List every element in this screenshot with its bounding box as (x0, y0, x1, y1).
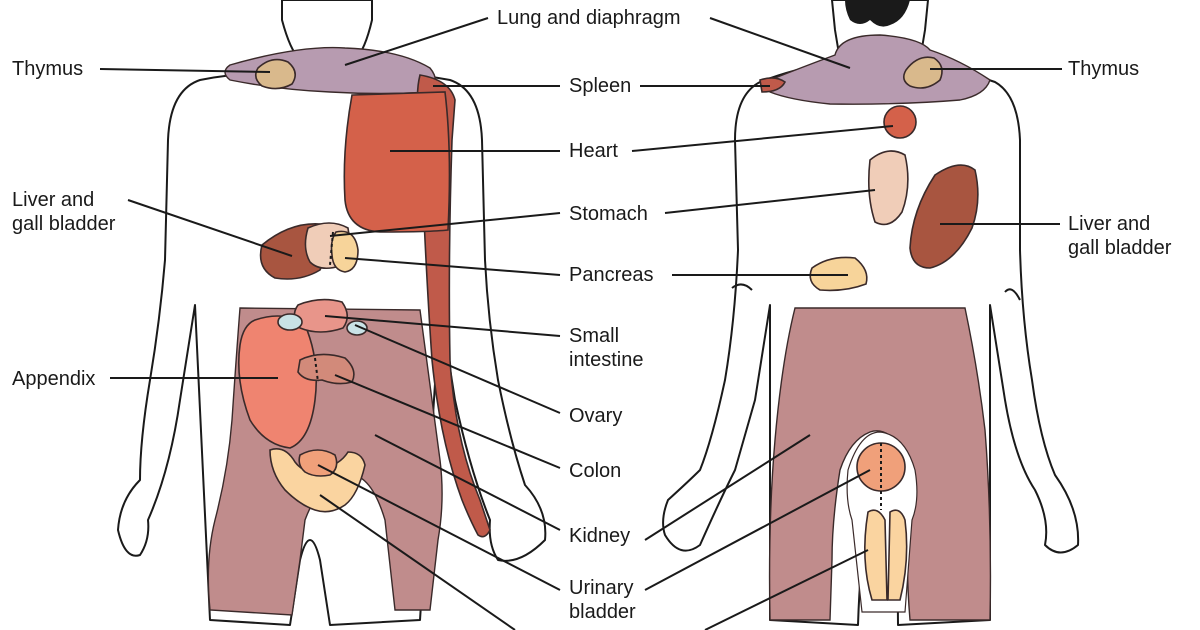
back-thymus (902, 56, 943, 89)
back-elbow-left (731, 283, 753, 291)
back-elbow-right (1004, 288, 1021, 301)
back-body (662, 0, 1080, 626)
label-liver-back: Liver and gall bladder (1068, 212, 1171, 260)
back-leg-region-right (887, 509, 908, 601)
label-spleen: Spleen (569, 75, 632, 97)
label-kidney: Kidney (569, 525, 631, 547)
label-heart: Heart (569, 140, 618, 162)
label-colon: Colon (569, 460, 622, 482)
label-thymus-front: Thymus (12, 58, 84, 80)
label-pancreas: Pancreas (569, 264, 654, 286)
front-ovary-right (346, 320, 368, 336)
back-pancreas (809, 256, 868, 292)
front-small-intestine (293, 298, 349, 333)
front-heart (343, 91, 451, 233)
front-ovary-left (277, 313, 303, 331)
label-urinary-bladder-line2: bladder (569, 601, 636, 623)
label-small-intestine-line1: Small (569, 325, 620, 347)
label-appendix: Appendix (12, 368, 96, 390)
front-pancreas (330, 230, 359, 273)
label-liver-front-line2: gall bladder (12, 213, 116, 235)
label-small-intestine-line2: intestine (569, 349, 644, 371)
front-thymus (254, 58, 296, 90)
back-heart (883, 105, 917, 139)
label-thymus-back: Thymus (1068, 58, 1140, 80)
label-ovary: Ovary (569, 405, 623, 427)
front-body (117, 0, 547, 626)
back-liver (909, 164, 979, 269)
label-liver-front: Liver and gall bladder (12, 188, 115, 236)
label-urinary-bladder: Urinary bladder (569, 576, 636, 624)
back-spleen (759, 77, 787, 93)
label-liver-front-line1: Liver and (12, 189, 95, 211)
back-hair (845, 0, 910, 27)
back-stomach (868, 150, 909, 226)
label-liver-back-line2: gall bladder (1068, 237, 1172, 259)
label-small-intestine: Small intestine (569, 324, 644, 372)
label-stomach: Stomach (569, 203, 648, 225)
label-lung-and-diaphragm: Lung and diaphragm (497, 7, 681, 29)
label-urinary-bladder-line1: Urinary (569, 577, 634, 599)
front-colon-dash (314, 357, 319, 383)
label-liver-back-line1: Liver and (1068, 213, 1151, 235)
leader-lines (99, 17, 1062, 630)
back-leg-region (864, 509, 888, 601)
